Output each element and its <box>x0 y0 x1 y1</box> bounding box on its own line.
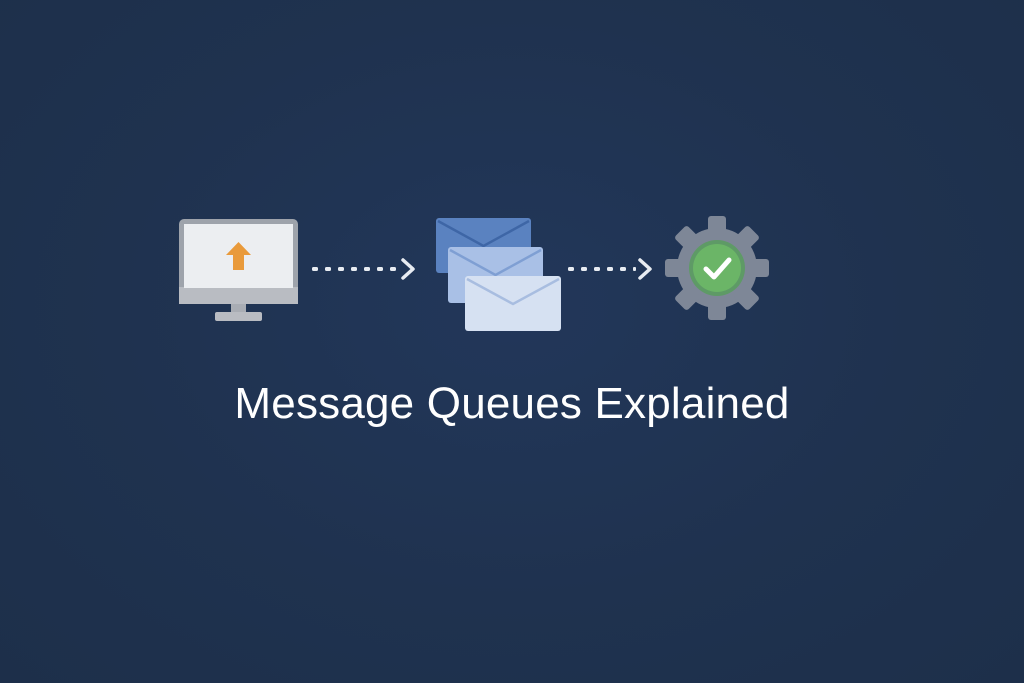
upload-arrow-icon <box>226 242 251 270</box>
envelope-front <box>465 276 561 331</box>
monitor-neck <box>231 304 246 314</box>
chevron-right-icon <box>401 258 415 280</box>
stacked-envelopes-icon <box>436 218 561 331</box>
gear-check-icon <box>665 216 769 320</box>
dotted-arrow-icon <box>312 258 415 280</box>
dotted-arrow-icon <box>568 258 652 280</box>
monitor-upload-icon <box>179 219 298 321</box>
monitor-chin-bottom <box>179 291 298 304</box>
dotted-line <box>568 267 636 271</box>
monitor-stand <box>215 312 262 321</box>
chevron-right-icon <box>638 258 652 280</box>
dotted-line <box>312 267 396 271</box>
check-circle <box>693 244 741 292</box>
page-title: Message Queues Explained <box>234 379 790 428</box>
check-icon <box>703 257 732 280</box>
